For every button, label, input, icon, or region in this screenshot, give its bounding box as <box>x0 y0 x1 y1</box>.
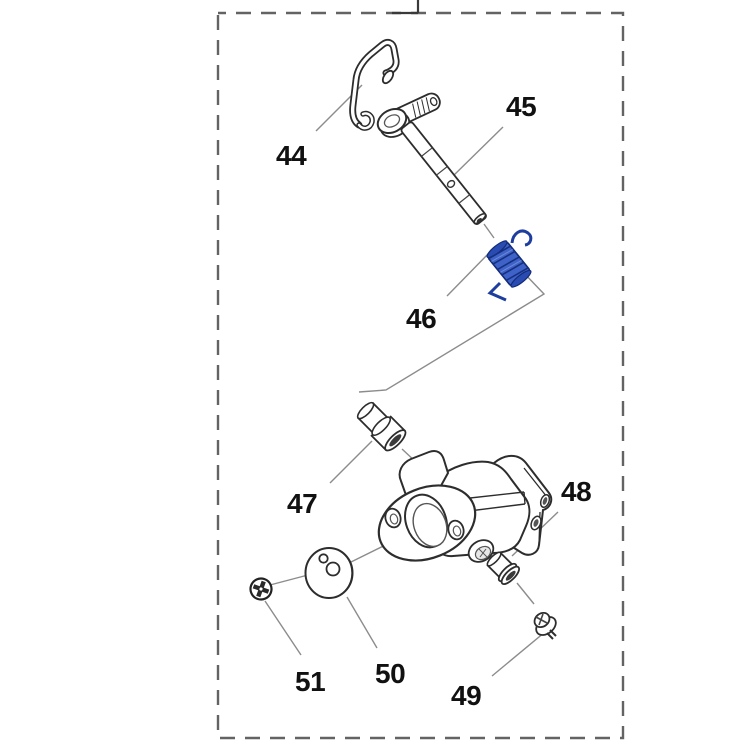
part-46-spring-highlighted <box>486 229 533 302</box>
axis-shaft-to-spring <box>483 223 495 239</box>
leader-51 <box>264 600 302 656</box>
part-label-50: 50 <box>375 658 406 689</box>
leader-50 <box>346 596 378 649</box>
leader-49 <box>491 631 546 677</box>
part-label-48: 48 <box>561 476 592 507</box>
dashed-border <box>216 11 625 740</box>
part-label-44: 44 <box>276 140 307 171</box>
part-label-47: 47 <box>287 488 318 519</box>
part-51-screw <box>249 577 273 601</box>
leader-46 <box>446 252 490 297</box>
part-50-disc <box>304 547 354 599</box>
part-label-45: 45 <box>506 91 537 122</box>
part-44-wire-clip <box>349 39 400 131</box>
part-47-bushing <box>356 401 407 452</box>
axis-bushing48-to-screw49 <box>516 582 535 605</box>
part-45-shaft <box>376 92 487 225</box>
leader-45 <box>450 126 504 179</box>
part-49-screw <box>533 611 557 640</box>
part-label-46: 46 <box>406 303 437 334</box>
top-connector-line <box>392 0 420 15</box>
part-48-flanged-bushing <box>486 551 520 585</box>
leader-47 <box>329 440 373 484</box>
part-label-49: 49 <box>451 680 482 711</box>
part-label-51: 51 <box>295 666 326 697</box>
body-bracket <box>377 450 553 563</box>
assembly-line-spring-to-bushing <box>358 270 546 393</box>
